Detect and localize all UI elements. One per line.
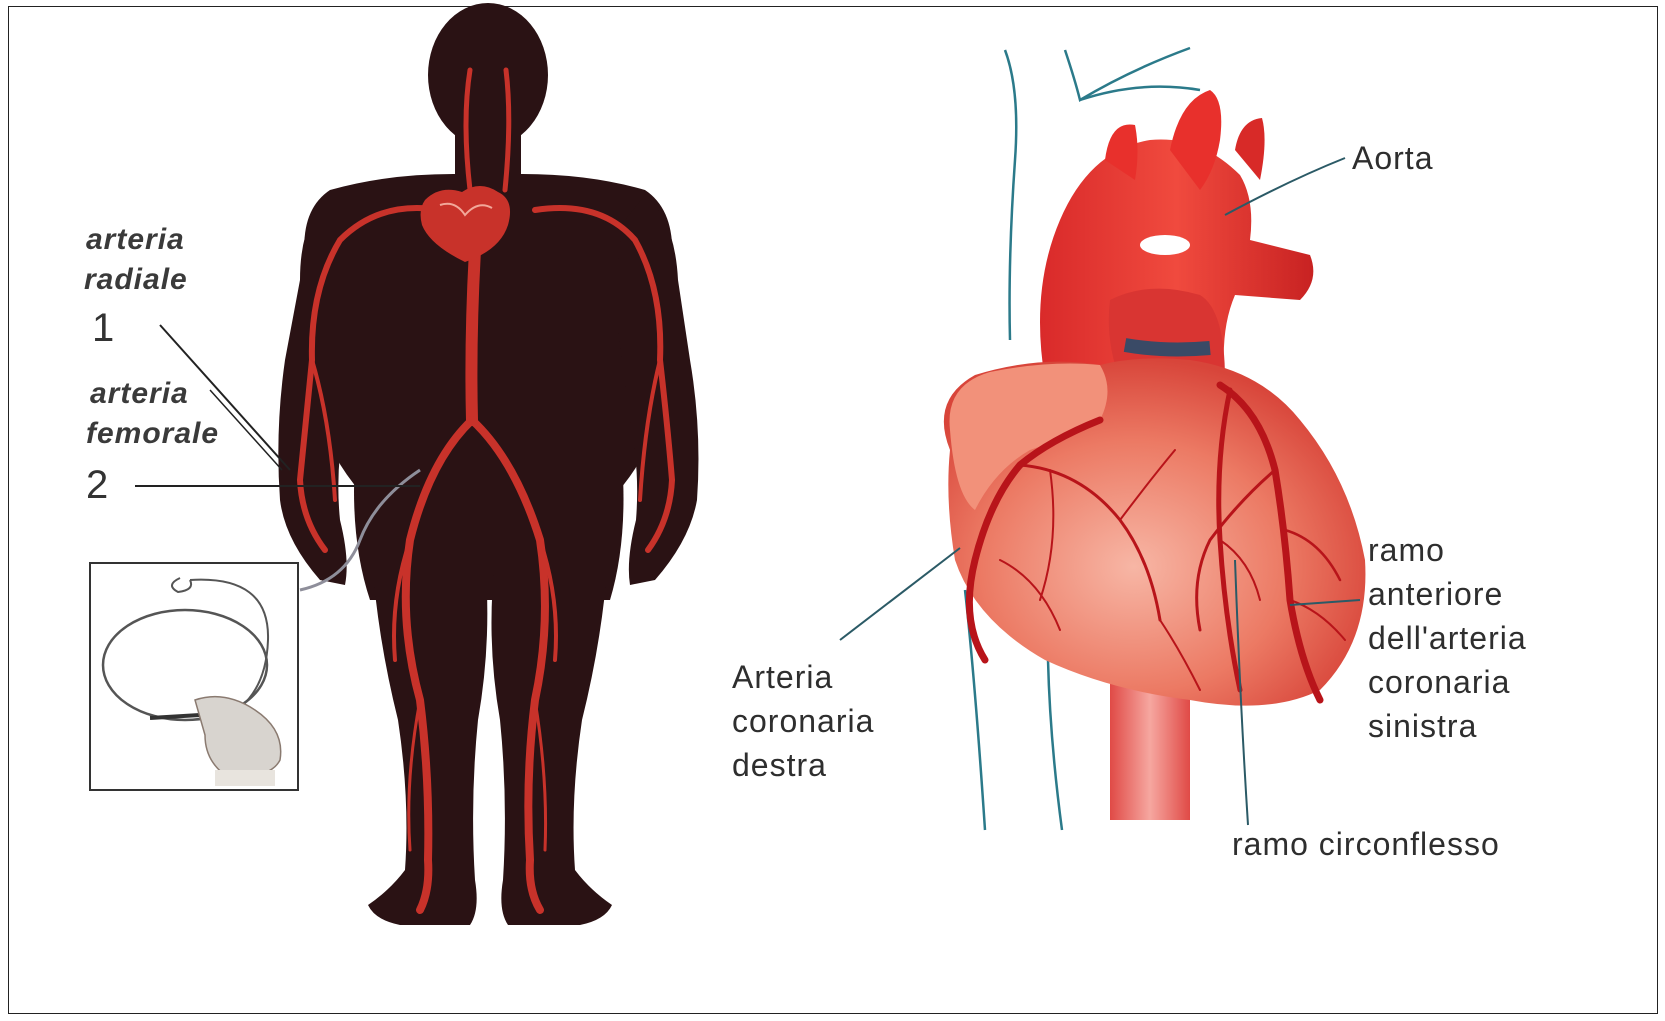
label-coronaria-destra-line: destra [732,743,874,787]
label-arteria-radiale-2: radiale [84,263,188,297]
label-ramo-anteriore-line: sinistra [1368,704,1527,748]
label-number-2: 2 [86,463,108,508]
catheter-inset [90,563,298,790]
label-number-1: 1 [92,306,114,351]
label-ramo-circonflesso: ramo circonflesso [1232,822,1500,866]
pointer-line-1b [210,390,282,470]
label-aorta: Aorta [1352,136,1433,180]
body-silhouette [278,3,698,925]
label-ramo-anteriore-line: ramo [1368,528,1527,572]
label-arteria-radiale-1: arteria [86,223,185,257]
label-ramo-anteriore: ramo anteriore dell'arteria coronaria si… [1368,528,1527,748]
label-arteria-coronaria-destra: Arteria coronaria destra [732,655,874,787]
label-ramo-anteriore-line: dell'arteria [1368,616,1527,660]
label-arteria-femorale-1: arteria [90,377,189,411]
label-coronaria-destra-line: Arteria [732,655,874,699]
label-arteria-femorale-2: femorale [86,417,219,451]
heart-illustration [944,90,1366,820]
label-coronaria-destra-line: coronaria [732,699,874,743]
label-ramo-anteriore-line: anteriore [1368,572,1527,616]
label-ramo-anteriore-line: coronaria [1368,660,1527,704]
